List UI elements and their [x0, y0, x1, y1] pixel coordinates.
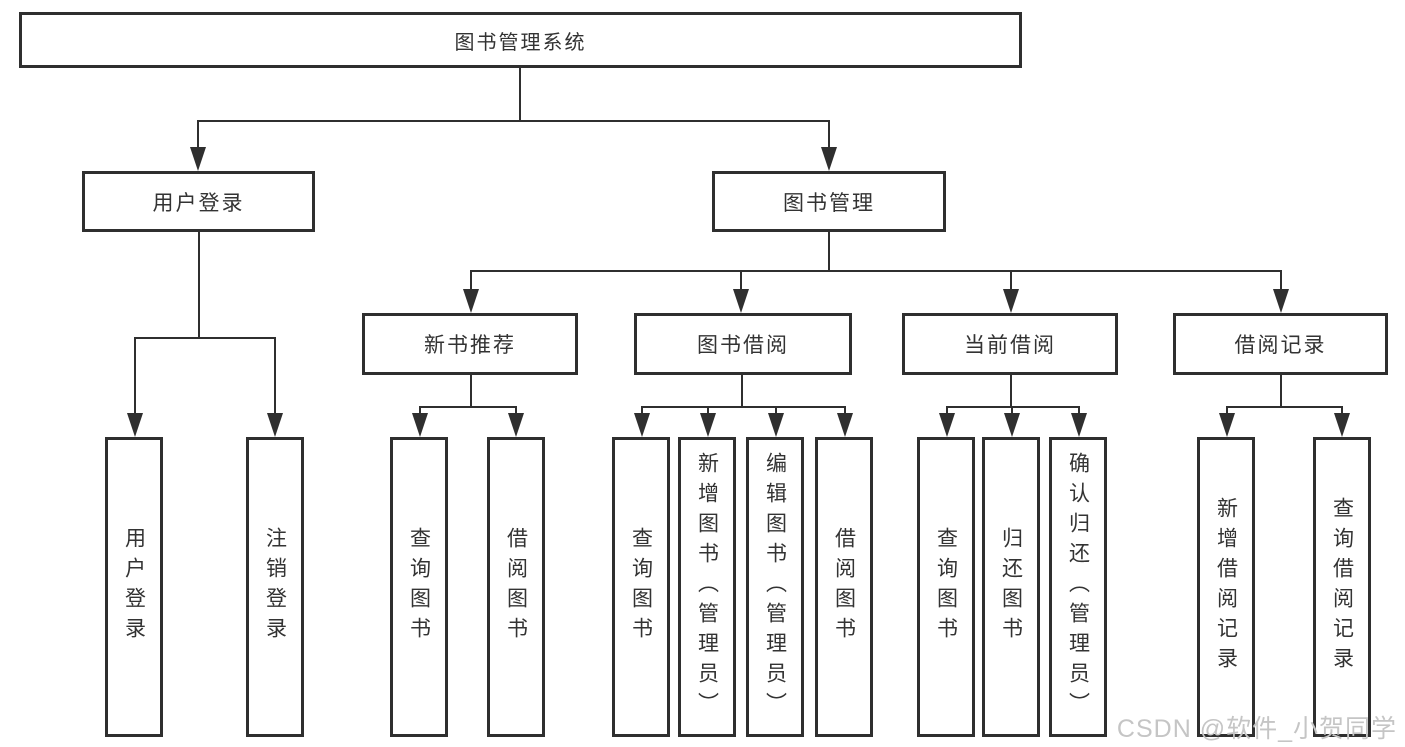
node-new-book-recommend: 新书推荐 [362, 313, 578, 375]
arrow-down-icon [463, 289, 479, 313]
connector-branch [470, 270, 1281, 272]
node-user-login: 用户登录 [82, 171, 315, 232]
leaf-add-borrow-record: 新增借阅记录 [1197, 437, 1255, 737]
node-label: 用户登录 [122, 527, 146, 647]
node-label: 新增借阅记录 [1214, 497, 1238, 677]
node-label: 图书管理系统 [454, 31, 587, 54]
connector-stem [470, 375, 472, 406]
connector-drop [197, 120, 199, 150]
node-label: 查询借阅记录 [1330, 497, 1354, 677]
connector-drop [1226, 406, 1228, 416]
connector-branch [134, 337, 276, 339]
arrow-down-icon [1004, 413, 1020, 437]
node-book-management: 图书管理 [712, 171, 946, 232]
leaf-add-book-admin: 新增图书（管理员） [678, 437, 736, 737]
node-label: 确认归还（管理员） [1066, 452, 1090, 722]
connector-drop [707, 406, 709, 416]
node-label: 图书管理 [783, 191, 875, 215]
node-label: 查询图书 [629, 527, 653, 647]
connector-drop [946, 406, 948, 416]
connector-drop [515, 406, 517, 416]
connector-branch [419, 406, 517, 408]
connector-drop [419, 406, 421, 416]
node-label: 归还图书 [999, 527, 1023, 647]
leaf-borrow-books-1: 借阅图书 [487, 437, 545, 737]
arrow-down-icon [939, 413, 955, 437]
connector-drop [641, 406, 643, 416]
arrow-down-icon [508, 413, 524, 437]
arrow-down-icon [1071, 413, 1087, 437]
arrow-down-icon [412, 413, 428, 437]
node-label: 借阅图书 [832, 527, 856, 647]
connector-drop [740, 270, 742, 292]
arrow-down-icon [1219, 413, 1235, 437]
node-label: 注销登录 [263, 527, 287, 647]
node-label: 新书推荐 [424, 334, 516, 357]
connector-drop [1011, 406, 1013, 416]
connector-stem [198, 232, 200, 337]
node-label: 用户登录 [152, 191, 245, 215]
leaf-return-books: 归还图书 [982, 437, 1040, 737]
connector-drop [1010, 270, 1012, 292]
connector-drop [134, 337, 136, 416]
arrow-down-icon [733, 289, 749, 313]
leaf-borrow-books-2: 借阅图书 [815, 437, 873, 737]
connector-stem [519, 68, 521, 120]
node-root-system: 图书管理系统 [19, 12, 1022, 68]
node-label: 借阅图书 [504, 527, 528, 647]
connector-stem [828, 232, 830, 270]
node-label: 当前借阅 [964, 334, 1056, 357]
connector-drop [470, 270, 472, 292]
connector-stem [741, 375, 743, 406]
node-book-borrow: 图书借阅 [634, 313, 852, 375]
arrow-down-icon [1273, 289, 1289, 313]
arrow-down-icon [768, 413, 784, 437]
leaf-query-books-1: 查询图书 [390, 437, 448, 737]
node-label: 查询图书 [407, 527, 431, 647]
node-label: 借阅记录 [1234, 334, 1327, 357]
node-label: 查询图书 [934, 527, 958, 647]
arrow-down-icon [127, 413, 143, 437]
leaf-edit-book-admin: 编辑图书（管理员） [746, 437, 804, 737]
connector-branch [1226, 406, 1342, 408]
leaf-query-books-2: 查询图书 [612, 437, 670, 737]
arrow-down-icon [1334, 413, 1350, 437]
connector-drop [828, 120, 830, 150]
connector-drop [844, 406, 846, 416]
arrow-down-icon [1003, 289, 1019, 313]
arrow-down-icon [190, 147, 206, 171]
leaf-query-books-3: 查询图书 [917, 437, 975, 737]
leaf-confirm-return-admin: 确认归还（管理员） [1049, 437, 1107, 737]
arrow-down-icon [700, 413, 716, 437]
node-label: 编辑图书（管理员） [763, 452, 787, 722]
node-label: 图书借阅 [697, 334, 789, 357]
connector-drop [274, 337, 276, 416]
node-current-borrow: 当前借阅 [902, 313, 1118, 375]
arrow-down-icon [267, 413, 283, 437]
connector-drop [775, 406, 777, 416]
leaf-logout: 注销登录 [246, 437, 304, 737]
connector-stem [1010, 375, 1012, 406]
leaf-query-borrow-record: 查询借阅记录 [1313, 437, 1371, 737]
connector-branch [641, 406, 845, 408]
node-borrow-records: 借阅记录 [1173, 313, 1388, 375]
arrow-down-icon [634, 413, 650, 437]
leaf-user-login: 用户登录 [105, 437, 163, 737]
connector-drop [1078, 406, 1080, 416]
csdn-watermark: CSDN @软件_小贺同学 [1116, 715, 1397, 743]
arrow-down-icon [837, 413, 853, 437]
node-label: 新增图书（管理员） [695, 452, 719, 722]
arrow-down-icon [821, 147, 837, 171]
connector-branch [197, 120, 830, 122]
connector-stem [1280, 375, 1282, 406]
connector-drop [1280, 270, 1282, 292]
connector-drop [1341, 406, 1343, 416]
